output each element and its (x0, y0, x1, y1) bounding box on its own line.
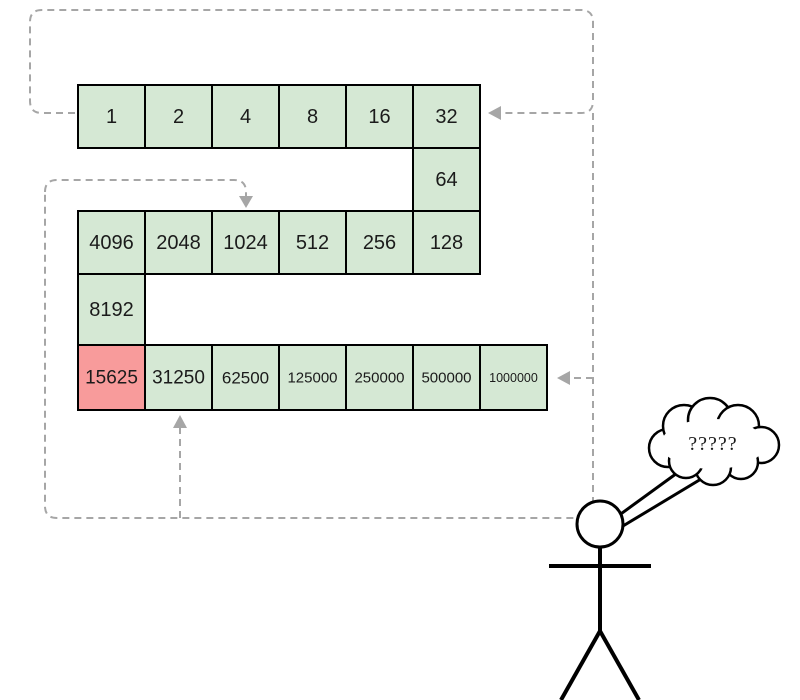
cloud-body (661, 419, 765, 469)
cell-4096-label: 4096 (89, 232, 134, 254)
cell-4-label: 4 (240, 106, 251, 128)
flow-path-to-1024 (44, 179, 247, 198)
cell-500000-label: 500000 (421, 370, 471, 387)
cell-16-label: 16 (368, 106, 390, 128)
cell-128-label: 128 (430, 232, 463, 254)
cell-64: 64 (412, 147, 481, 212)
cell-15625-label: 15625 (85, 368, 138, 389)
cell-1: 1 (77, 84, 146, 149)
cell-1-label: 1 (106, 106, 117, 128)
flow-path-top-loop (29, 9, 594, 114)
cell-2048: 2048 (144, 210, 213, 275)
cell-128-box (412, 210, 481, 275)
stick-figure (549, 450, 717, 700)
cell-31250: 31250 (144, 344, 213, 411)
cell-1-box (77, 84, 146, 149)
cell-256-box (345, 210, 414, 275)
cell-8192: 8192 (77, 273, 146, 346)
cell-1024-box (211, 210, 280, 275)
arrowhead-into-32 (488, 106, 501, 120)
cell-8-box (278, 84, 347, 149)
cell-2048-box (144, 210, 213, 275)
cell-1024-label: 1024 (223, 232, 268, 254)
cell-256: 256 (345, 210, 414, 275)
cell-8192-label: 8192 (89, 299, 134, 321)
cell-8: 8 (278, 84, 347, 149)
cell-500000: 500000 (412, 344, 481, 411)
cell-512: 512 (278, 210, 347, 275)
cell-8-label: 8 (307, 106, 318, 128)
stick-figure-leg-left (559, 630, 602, 700)
cell-1000000-label: 1000000 (489, 371, 538, 385)
cell-1000000: 1000000 (479, 344, 548, 411)
cell-4096: 4096 (77, 210, 146, 275)
cell-128: 128 (412, 210, 481, 275)
cell-125000-box (278, 344, 347, 411)
cell-16-box (345, 84, 414, 149)
thought-text: ????? (688, 433, 737, 455)
cell-31250-label: 31250 (152, 368, 205, 389)
cell-250000-box (345, 344, 414, 411)
cell-15625-box (77, 344, 146, 411)
cell-4-box (211, 84, 280, 149)
arrowhead-into-1024 (239, 196, 253, 208)
cell-2-box (144, 84, 213, 149)
cell-64-box (412, 147, 481, 212)
cell-125000-label: 125000 (287, 370, 337, 387)
cell-2048-label: 2048 (156, 232, 201, 254)
cell-1000000-box (479, 344, 548, 411)
cell-64-label: 64 (435, 169, 457, 191)
cell-125000: 125000 (278, 344, 347, 411)
cell-8192-box (77, 273, 146, 346)
cell-62500-label: 62500 (222, 369, 269, 388)
arrowhead-into-1000000 (557, 371, 570, 385)
stick-figure-head (575, 499, 625, 549)
cell-2-label: 2 (173, 106, 184, 128)
thought-cloud: ????? (647, 396, 781, 487)
cell-512-box (278, 210, 347, 275)
cell-2: 2 (144, 84, 213, 149)
cell-1024: 1024 (211, 210, 280, 275)
arrowhead-into-31250 (173, 415, 187, 428)
cell-250000-label: 250000 (354, 370, 404, 387)
cell-15625-highlighted: 15625 (77, 344, 146, 411)
cell-32-label: 32 (435, 106, 457, 128)
cell-31250-box (144, 344, 213, 411)
stick-figure-leg-right (598, 630, 641, 700)
cell-250000: 250000 (345, 344, 414, 411)
cell-16: 16 (345, 84, 414, 149)
cell-256-label: 256 (363, 232, 396, 254)
cell-62500: 62500 (211, 344, 280, 411)
cell-4096-box (77, 210, 146, 275)
cell-62500-box (211, 344, 280, 411)
cell-32: 32 (412, 84, 481, 149)
cell-512-label: 512 (296, 232, 329, 254)
cell-4: 4 (211, 84, 280, 149)
